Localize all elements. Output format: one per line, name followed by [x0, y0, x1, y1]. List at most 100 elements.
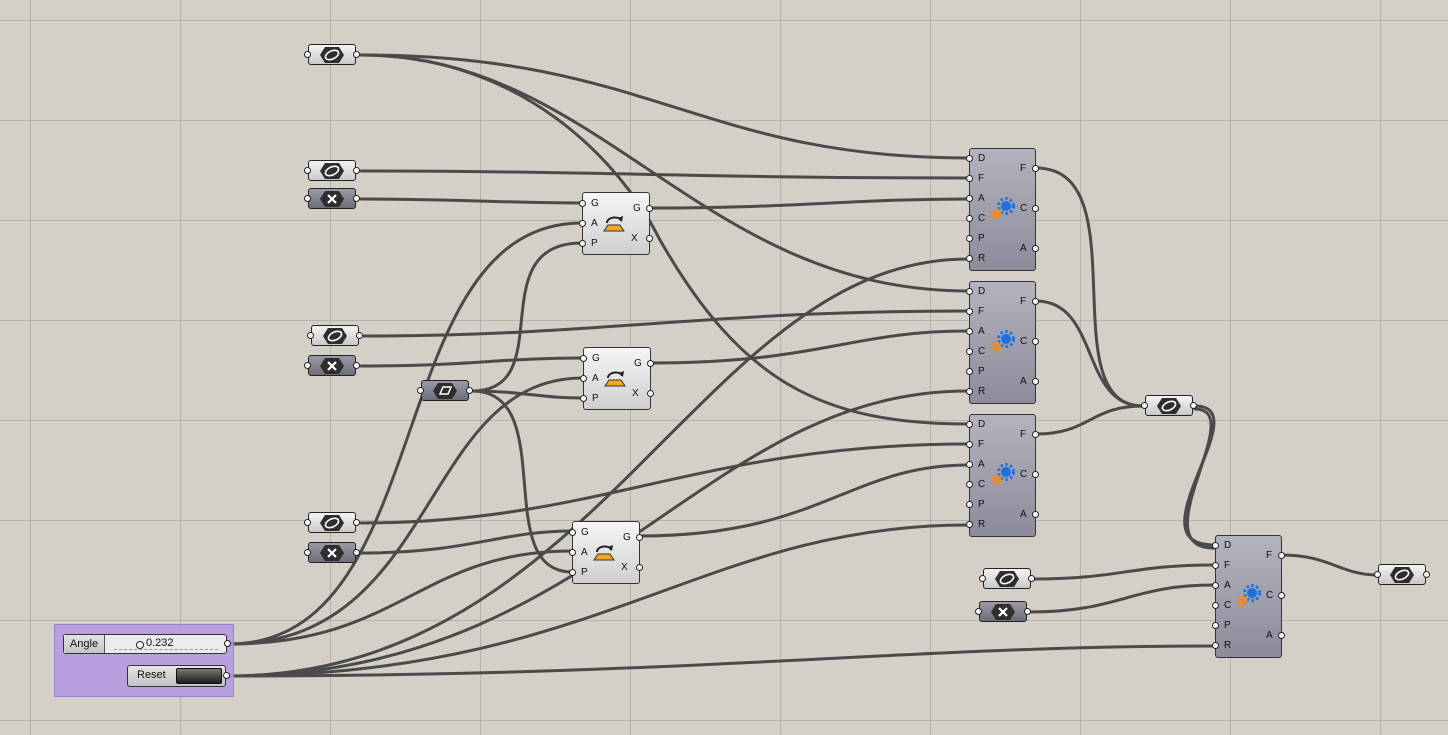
input-port[interactable]	[966, 481, 973, 488]
output-port[interactable]	[1032, 298, 1039, 305]
geometry-param[interactable]	[304, 512, 360, 533]
slider-knob[interactable]	[136, 641, 144, 649]
loop-component[interactable]: D F A C P R F C A	[966, 148, 1039, 271]
input-port[interactable]	[579, 200, 586, 207]
rotate-component[interactable]: G A P G X	[579, 192, 653, 255]
input-port[interactable]	[569, 549, 576, 556]
rotate-component[interactable]: G A P G X	[569, 521, 643, 584]
input-port[interactable]	[966, 441, 973, 448]
input-port[interactable]	[579, 220, 586, 227]
input-port[interactable]	[966, 235, 973, 242]
output-port[interactable]	[1032, 378, 1039, 385]
input-port[interactable]	[1141, 401, 1148, 409]
input-port[interactable]	[966, 255, 973, 262]
output-port[interactable]	[1032, 471, 1039, 478]
output-port[interactable]	[223, 672, 230, 679]
input-port[interactable]	[975, 607, 982, 615]
output-port[interactable]	[1190, 401, 1197, 409]
output-port[interactable]	[353, 50, 360, 58]
angle-slider[interactable]: Angle 0.232	[63, 634, 231, 654]
input-port[interactable]	[966, 461, 973, 468]
output-port[interactable]	[1032, 205, 1039, 212]
input-port[interactable]	[1212, 582, 1219, 589]
input-port[interactable]	[307, 331, 314, 339]
output-port[interactable]	[646, 205, 653, 212]
number-param[interactable]	[304, 355, 360, 376]
loop-component[interactable]: D F A C P R F C A	[966, 414, 1039, 537]
input-port[interactable]	[304, 518, 311, 526]
output-port[interactable]	[466, 386, 473, 394]
output-port[interactable]	[1032, 165, 1039, 172]
geometry-param[interactable]	[304, 160, 360, 181]
output-port[interactable]	[353, 361, 360, 369]
input-port[interactable]	[966, 501, 973, 508]
loop-component[interactable]: D F A C P R F C A	[1212, 535, 1285, 658]
output-port[interactable]	[636, 534, 643, 541]
input-port[interactable]	[966, 348, 973, 355]
input-port[interactable]	[1212, 602, 1219, 609]
reset-toggle[interactable]: Reset	[127, 665, 230, 687]
input-port[interactable]	[569, 569, 576, 576]
rotate-component[interactable]: G A P G X	[580, 347, 654, 410]
plane-param[interactable]	[417, 380, 473, 401]
input-port[interactable]	[966, 155, 973, 162]
input-port[interactable]	[966, 388, 973, 395]
input-port[interactable]	[966, 421, 973, 428]
input-port[interactable]	[1212, 622, 1219, 629]
input-port[interactable]	[979, 574, 986, 582]
output-port[interactable]	[1032, 338, 1039, 345]
slider-track[interactable]	[114, 639, 218, 650]
output-port[interactable]	[1423, 570, 1430, 578]
output-port[interactable]	[1278, 552, 1285, 559]
number-param[interactable]	[304, 542, 360, 563]
input-port[interactable]	[966, 328, 973, 335]
input-port[interactable]	[580, 375, 587, 382]
reset-button[interactable]	[176, 668, 222, 684]
input-port[interactable]	[966, 288, 973, 295]
input-port[interactable]	[966, 308, 973, 315]
output-port[interactable]	[353, 166, 360, 174]
output-port[interactable]	[353, 548, 360, 556]
output-port[interactable]	[353, 194, 360, 202]
geometry-param[interactable]	[307, 325, 363, 346]
geometry-param[interactable]	[979, 568, 1035, 589]
loop-component[interactable]: D F A C P R F C A	[966, 281, 1039, 404]
output-port[interactable]	[1032, 511, 1039, 518]
input-port[interactable]	[304, 361, 311, 369]
input-port[interactable]	[1212, 642, 1219, 649]
input-port[interactable]	[1374, 570, 1381, 578]
input-port[interactable]	[569, 529, 576, 536]
output-port[interactable]	[1028, 574, 1035, 582]
input-port[interactable]	[580, 355, 587, 362]
input-port[interactable]	[966, 175, 973, 182]
geometry-param[interactable]	[1141, 395, 1197, 416]
output-port[interactable]	[353, 518, 360, 526]
output-port[interactable]	[636, 564, 643, 571]
output-port[interactable]	[646, 235, 653, 242]
output-port[interactable]	[356, 331, 363, 339]
input-port[interactable]	[966, 521, 973, 528]
input-port[interactable]	[304, 50, 311, 58]
geometry-param[interactable]	[1374, 564, 1430, 585]
input-port[interactable]	[966, 195, 973, 202]
input-port[interactable]	[304, 548, 311, 556]
input-port[interactable]	[1212, 562, 1219, 569]
output-port[interactable]	[224, 640, 231, 647]
input-port[interactable]	[304, 194, 311, 202]
output-port[interactable]	[1032, 431, 1039, 438]
output-port[interactable]	[1032, 245, 1039, 252]
output-port[interactable]	[647, 360, 654, 367]
input-port[interactable]	[579, 240, 586, 247]
input-port[interactable]	[304, 166, 311, 174]
input-port[interactable]	[966, 215, 973, 222]
number-param[interactable]	[304, 188, 360, 209]
input-port[interactable]	[417, 386, 424, 394]
geometry-param[interactable]	[304, 44, 360, 65]
input-port[interactable]	[966, 368, 973, 375]
input-port[interactable]	[1212, 542, 1219, 549]
number-param[interactable]	[975, 601, 1031, 622]
output-port[interactable]	[1278, 592, 1285, 599]
output-port[interactable]	[1024, 607, 1031, 615]
output-port[interactable]	[1278, 632, 1285, 639]
input-port[interactable]	[580, 395, 587, 402]
